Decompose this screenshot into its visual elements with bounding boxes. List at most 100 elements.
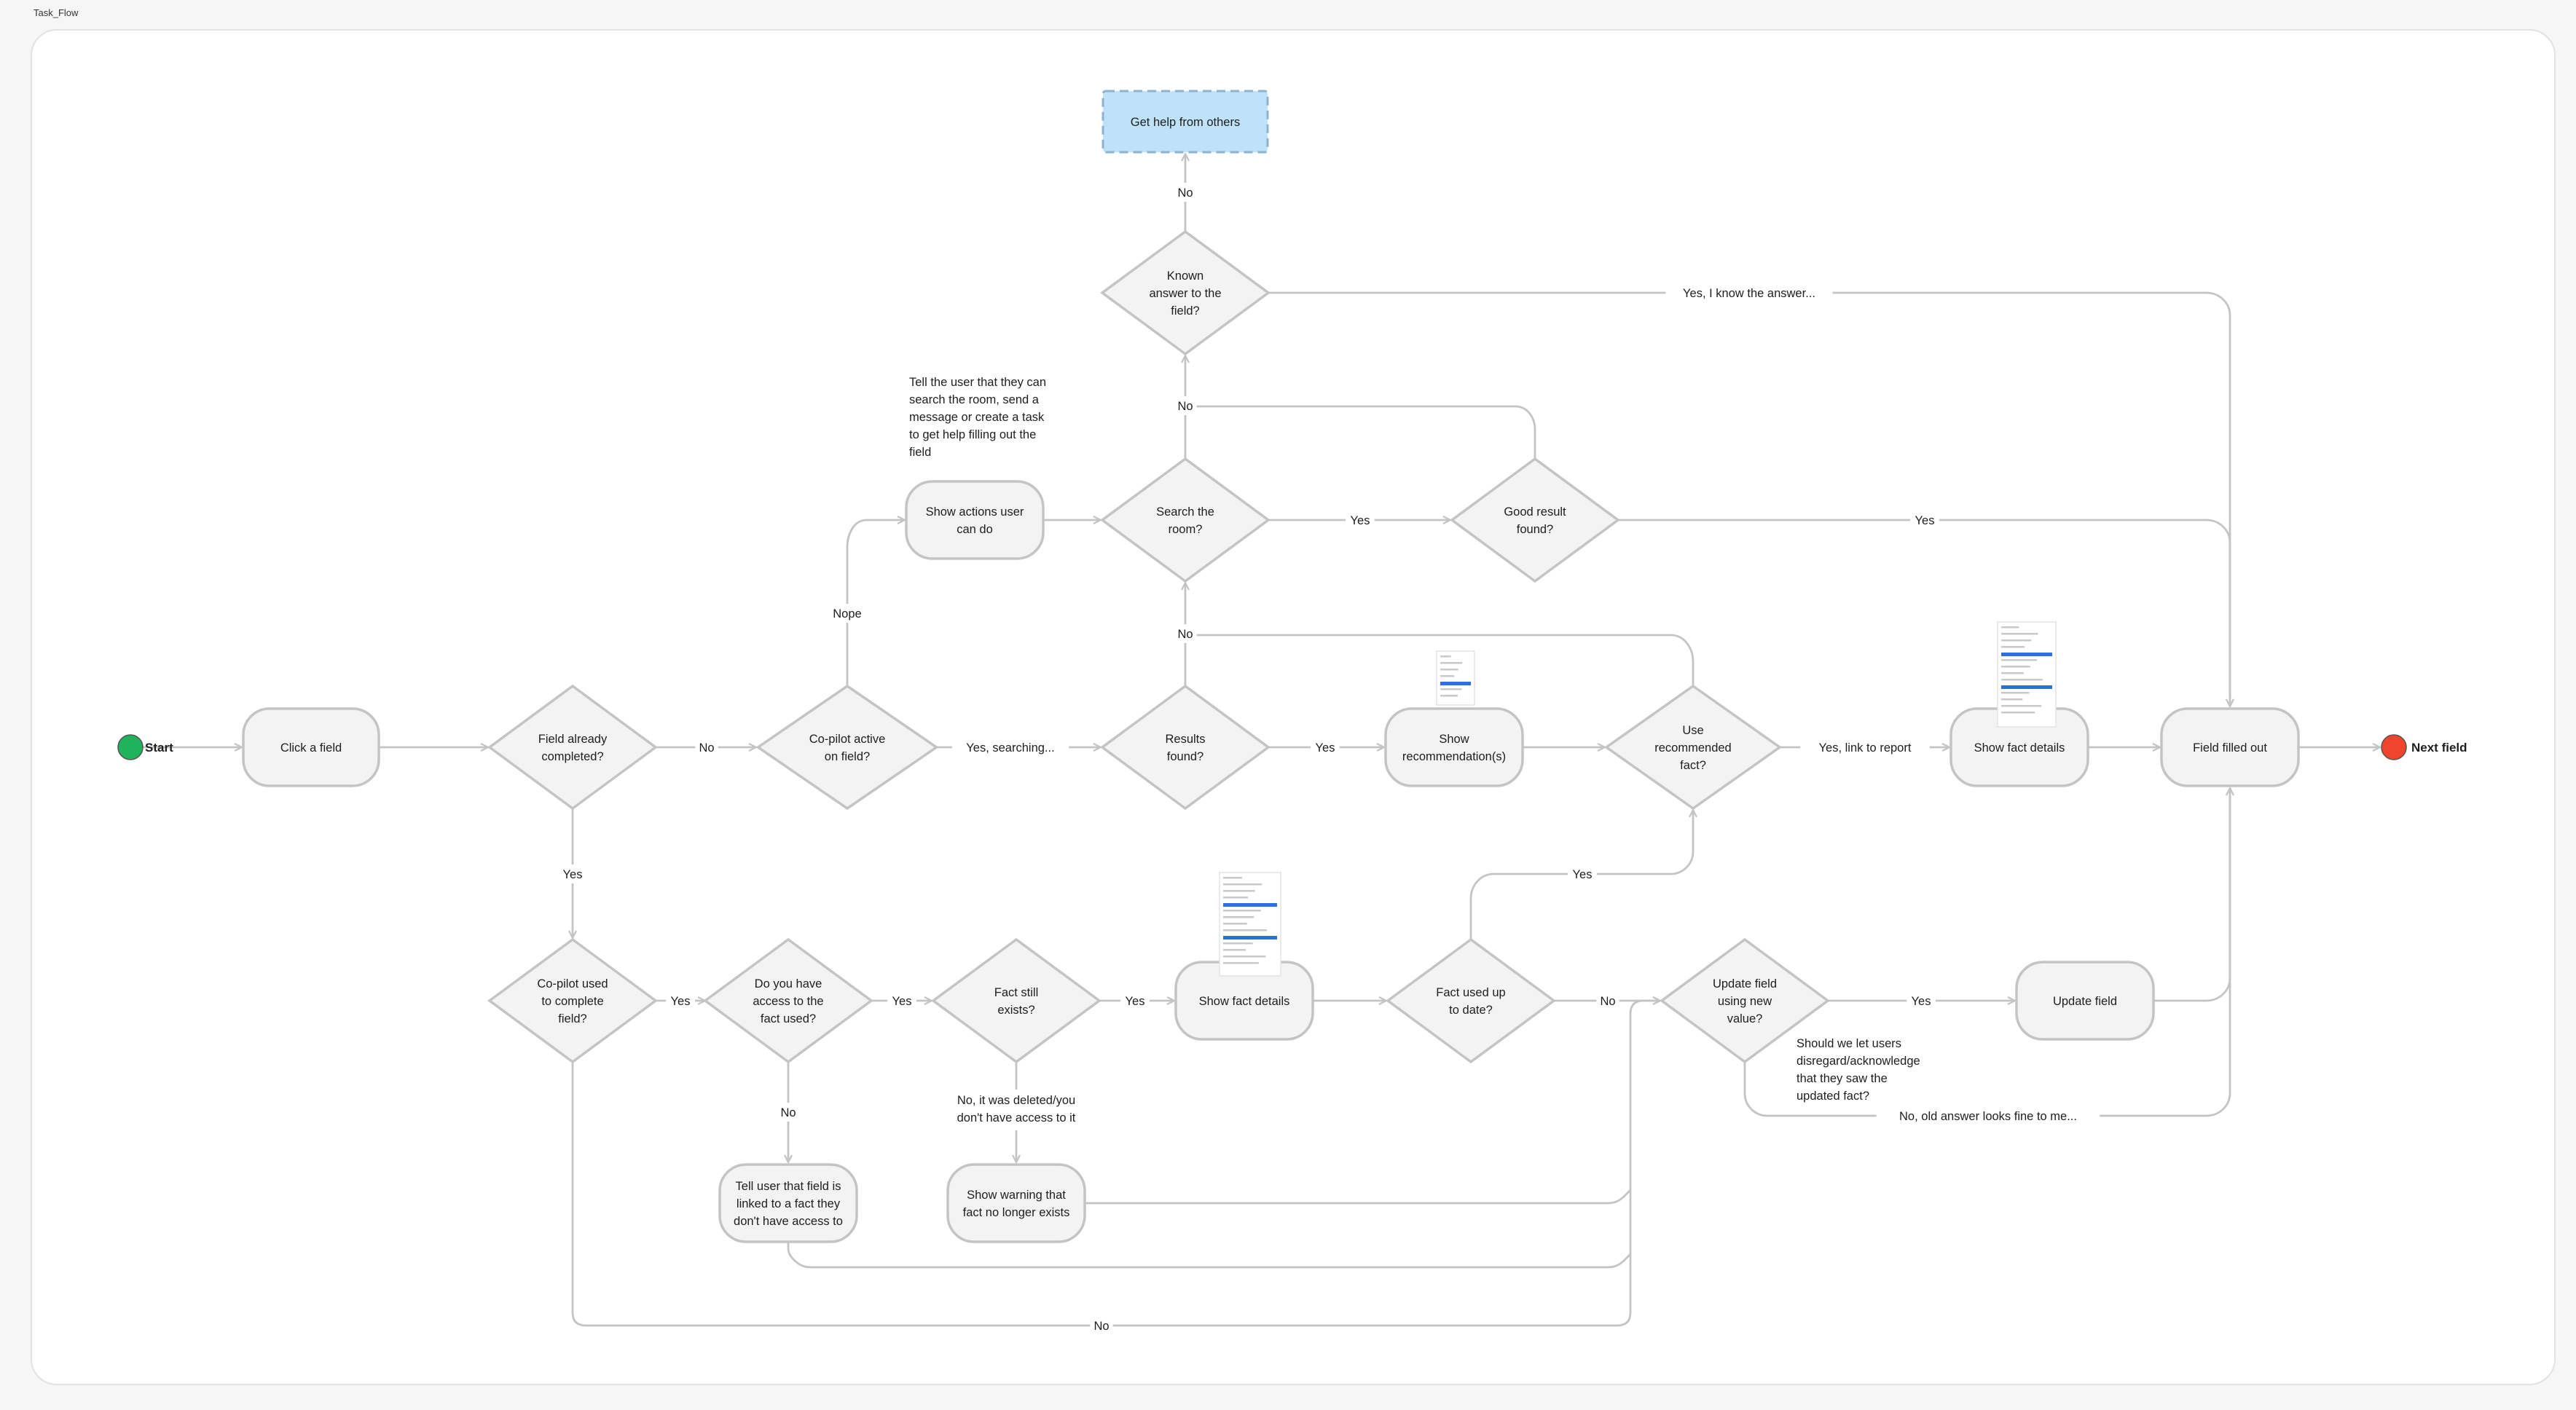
thumb-line	[2001, 653, 2052, 656]
process-box	[2160, 707, 2300, 787]
edge-label-bg	[1311, 738, 1340, 757]
edge-label-bg	[777, 1103, 800, 1122]
edge-label-bg	[943, 1090, 1089, 1130]
process-box	[718, 1163, 858, 1243]
node-label-line: fact used?	[761, 1012, 816, 1025]
edge-use-no	[1185, 634, 1695, 686]
node-label-line: Field filled out	[2193, 741, 2267, 755]
edge-label-text: Yes, link to report	[1819, 741, 1912, 755]
node-label-line: Field already	[538, 733, 608, 746]
start-terminal[interactable]: Start	[117, 734, 173, 760]
thumb-line	[2001, 712, 2035, 714]
edge-copilot-no	[571, 1001, 1660, 1327]
edge-label-text: No	[780, 1106, 796, 1119]
edge-label-access-yes: Yes	[887, 991, 916, 1010]
task-flow-diagram: Click a field Field already completed? Co-p…	[117, 90, 2467, 1335]
edge-label-bg	[829, 604, 865, 623]
note-actions-line: field	[909, 446, 931, 459]
edge-label-text: Yes, searching...	[966, 741, 1054, 755]
node-label-line: Co-pilot used	[537, 977, 608, 990]
edge-label-known-yes: Yes, I know the answer...	[1665, 283, 1833, 302]
edge-label-bg	[1090, 1316, 1113, 1335]
node-show-fact-details-top[interactable]: Show fact details	[1949, 707, 2089, 787]
edge-label-bg	[1910, 511, 1939, 529]
edge-label-copilot-no: No	[1090, 1316, 1113, 1335]
node-click-field[interactable]: Click a field	[242, 707, 380, 787]
edge-active-nope	[846, 520, 905, 686]
node-label-line: to date?	[1449, 1004, 1493, 1017]
edge-label-text: No	[1177, 628, 1193, 641]
edge-label-bg	[1876, 1106, 2100, 1125]
node-label-line: completed?	[541, 750, 603, 763]
node-label-line: Show warning that	[967, 1189, 1066, 1202]
thumb-page	[1436, 650, 1475, 706]
thumb-line	[2001, 659, 2037, 661]
thumb-line	[1223, 936, 1277, 940]
node-label-line: answer to the	[1149, 287, 1221, 300]
edge-label-update-yes: Yes	[1907, 991, 1936, 1010]
note-acknowledge-line: disregard/acknowledge	[1796, 1055, 1920, 1068]
node-label-line: fact?	[1680, 759, 1706, 772]
node-show-fact-details-bottom[interactable]: Show fact details	[1174, 961, 1314, 1041]
edge-label-bg	[558, 864, 587, 883]
edge-label-completed-yes: Yes	[558, 864, 587, 883]
decision-diamond	[1100, 457, 1271, 583]
node-label-line: recommendation(s)	[1402, 750, 1506, 763]
note-acknowledge-line: that they saw the	[1796, 1072, 1888, 1085]
edge-label-access-no: No	[777, 1103, 800, 1122]
node-label-line: Co-pilot active	[809, 733, 886, 746]
node-get-help[interactable]: Get help from others	[1102, 90, 1269, 154]
node-label-line: Fact used up	[1436, 986, 1505, 999]
edge-label-bg	[1665, 283, 1833, 302]
edge-label-text: Yes	[1573, 868, 1593, 881]
thumb-line	[1223, 897, 1249, 899]
node-field-completed[interactable]: Field already completed?	[487, 684, 658, 811]
edge-label-known-no: No	[1174, 183, 1197, 202]
edge-label-copilot-yes: Yes	[666, 991, 695, 1010]
thumb-page	[1997, 621, 2057, 728]
edge-label-text: Yes	[1912, 995, 1931, 1008]
decision-diamond	[1100, 229, 1271, 356]
edge-label-text: Yes	[1316, 741, 1335, 755]
node-label: Click a field	[280, 741, 342, 755]
edge-good-no	[1185, 405, 1536, 459]
node-update-field[interactable]: Update field	[2015, 961, 2155, 1041]
edge-label-bg	[1346, 511, 1375, 529]
edge-label-results-no: No	[1174, 624, 1197, 643]
node-field-filled-out[interactable]: Field filled out	[2160, 707, 2300, 787]
edge-label-good-yes: Yes	[1910, 511, 1939, 529]
thumb-line	[2001, 626, 2019, 629]
thumb-line	[1223, 883, 1263, 886]
edge-label-uptodate-no: No	[1596, 991, 1619, 1010]
node-fact-up-to-date[interactable]: Fact used up to date?	[1386, 937, 1556, 1064]
end-terminal[interactable]: Next field	[2381, 734, 2467, 760]
decision-diamond	[1660, 937, 1830, 1064]
thumb-line	[2001, 633, 2038, 635]
thumb-line	[2001, 692, 2030, 694]
node-label: Fact used up to date?	[1436, 986, 1505, 1017]
node-label-line: can do	[957, 523, 993, 536]
